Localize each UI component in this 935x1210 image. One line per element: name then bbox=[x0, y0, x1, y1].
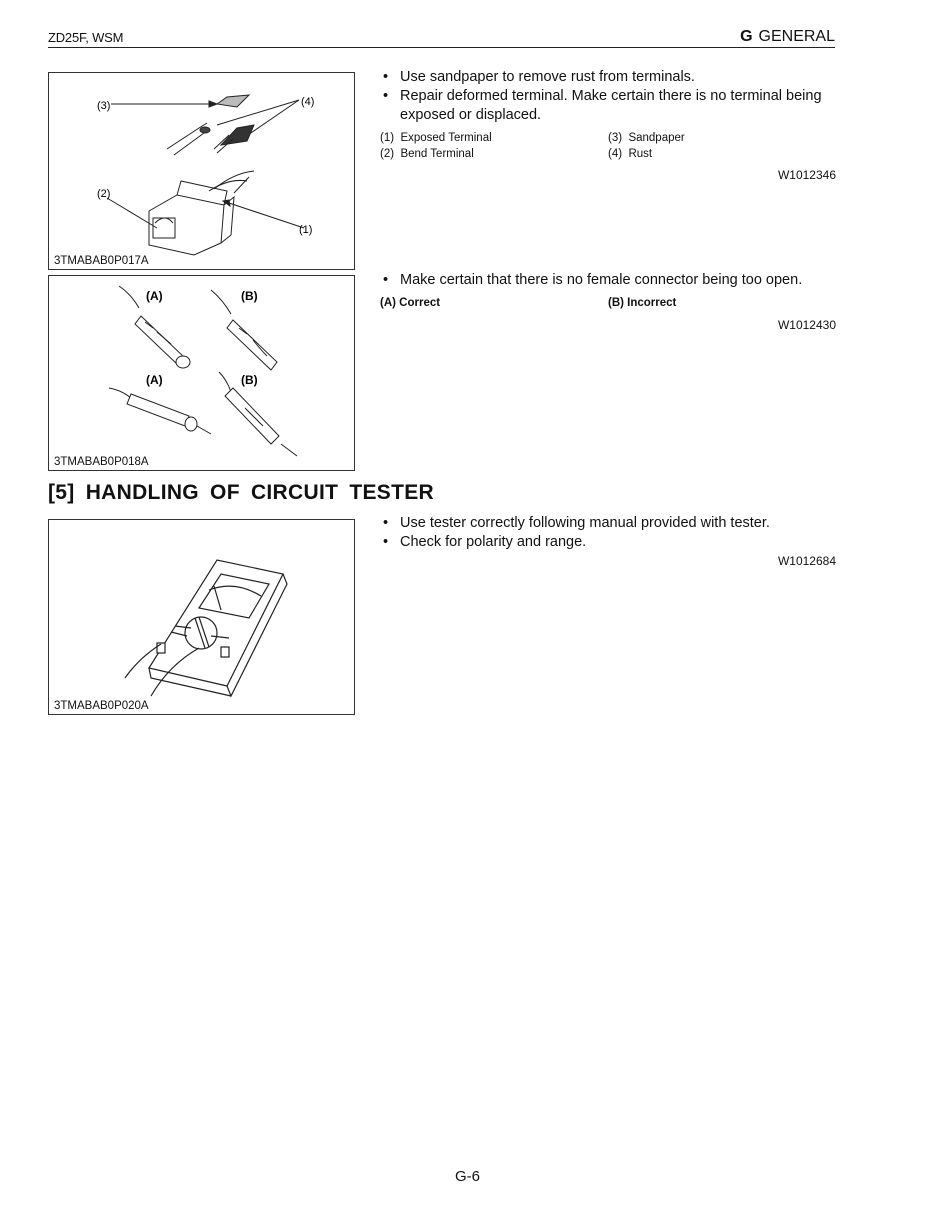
section-header: G GENERAL bbox=[740, 28, 835, 46]
terminal-illustration: (3) (4) (2) (1) bbox=[97, 94, 314, 256]
callout-1: (1) bbox=[299, 224, 312, 236]
reference-code: W1012346 bbox=[777, 168, 836, 182]
bullet-item: Make certain that there is no female con… bbox=[380, 271, 836, 290]
section-title: [5] HANDLING OF CIRCUIT TESTER bbox=[48, 481, 434, 504]
page-number: G-6 bbox=[454, 1168, 480, 1185]
legend-item: (B) Incorrect bbox=[608, 297, 677, 309]
bullet-item: Repair deformed terminal. Make certain t… bbox=[380, 87, 836, 125]
svg-text:(B): (B) bbox=[241, 289, 258, 303]
callout-2: (2) bbox=[97, 188, 110, 200]
bullet-item: Use sandpaper to remove rust from termin… bbox=[380, 68, 836, 87]
multimeter-illustration bbox=[124, 559, 288, 698]
legend-item: (A) Correct bbox=[380, 297, 441, 309]
section-letter: G bbox=[740, 28, 753, 45]
legend-item: (4) Rust bbox=[608, 147, 653, 160]
manual-code: ZD25F, WSM bbox=[48, 30, 124, 45]
bullet-item: Check for polarity and range. bbox=[380, 533, 836, 552]
svg-text:(A): (A) bbox=[146, 289, 163, 303]
figure-female-connector: (A) (B) (A) (B) 3TMABAB0P018A bbox=[48, 275, 355, 471]
figure-legend: (A) Correct (B) Incorrect bbox=[380, 296, 836, 312]
figure-legend: (1) Exposed Terminal (3) Sandpaper (2) B… bbox=[380, 131, 836, 162]
reference-code: W1012430 bbox=[777, 317, 836, 332]
connector-illustration: (A) (B) (A) (B) bbox=[108, 285, 298, 457]
legend-item: (2) Bend Terminal bbox=[380, 147, 474, 160]
header-rule bbox=[48, 47, 835, 48]
female-connector-text: Make certain that there is no female con… bbox=[380, 271, 836, 332]
bullet-item: Use tester correctly following manual pr… bbox=[380, 514, 836, 533]
svg-text:(A): (A) bbox=[146, 373, 163, 387]
figure-caption: 3TMABAB0P020A bbox=[54, 700, 149, 712]
callout-4: (4) bbox=[301, 96, 314, 108]
circuit-tester-text: Use tester correctly following manual pr… bbox=[380, 514, 836, 568]
reference-code: W1012684 bbox=[777, 554, 836, 568]
section-name: GENERAL bbox=[758, 28, 835, 45]
terminal-repair-text: Use sandpaper to remove rust from termin… bbox=[380, 68, 836, 182]
figure-circuit-tester: 3TMABAB0P020A bbox=[48, 519, 355, 715]
figure-caption: 3TMABAB0P018A bbox=[54, 456, 149, 468]
legend-item: (1) Exposed Terminal bbox=[380, 132, 492, 144]
figure-caption: 3TMABAB0P017A bbox=[54, 255, 149, 267]
legend-item: (3) Sandpaper bbox=[608, 132, 685, 144]
figure-terminal-repair: (3) (4) (2) (1) 3TMABAB0P017A bbox=[48, 72, 355, 270]
callout-3: (3) bbox=[97, 100, 110, 112]
svg-text:(B): (B) bbox=[241, 373, 258, 387]
